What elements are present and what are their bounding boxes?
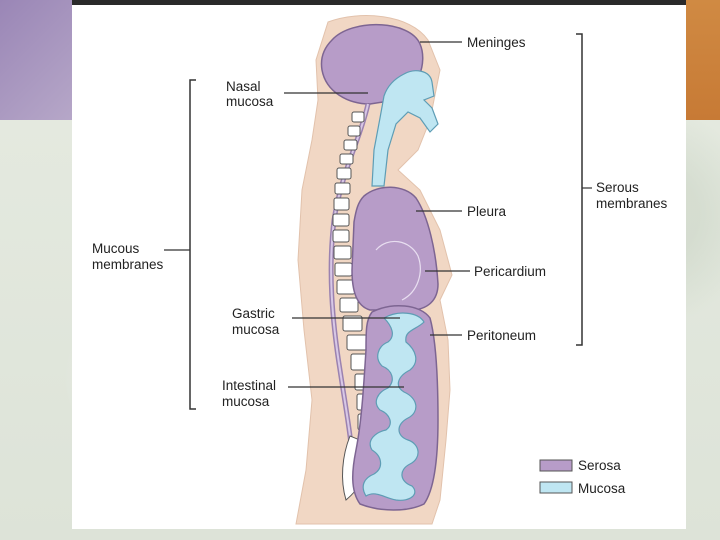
decorative-purple-band — [0, 0, 72, 120]
label-peritoneum: Peritoneum — [467, 328, 536, 343]
label-mucous-membranes: Mucous membranes — [92, 241, 164, 272]
legend: Serosa Mucosa — [539, 458, 626, 496]
label-gastric-mucosa: Gastric mucosa — [232, 306, 280, 337]
legend-swatch-serosa — [539, 459, 573, 472]
pericardium-shape — [375, 240, 421, 301]
label-serous-membranes: Serous membranes — [596, 180, 668, 211]
label-intestinal-mucosa: Intestinal mucosa — [222, 378, 280, 409]
figure-frame-top-edge — [72, 0, 686, 5]
legend-swatch-mucosa — [539, 481, 573, 494]
nasal-airway-shape — [371, 70, 439, 187]
legend-label-serosa: Serosa — [578, 458, 621, 473]
label-nasal-mucosa: Nasal mucosa — [226, 79, 274, 109]
label-pleura: Pleura — [467, 204, 507, 219]
label-pericardium: Pericardium — [474, 264, 546, 279]
gut-mucosa-shape — [362, 312, 425, 501]
leader-lines — [164, 41, 592, 388]
pleura-shape — [351, 186, 439, 311]
legend-label-mucosa: Mucosa — [578, 481, 626, 496]
label-meninges: Meninges — [467, 35, 526, 50]
decorative-orange-band — [686, 0, 720, 120]
serous-membranes-bracket — [576, 33, 583, 346]
mucous-membranes-bracket — [189, 79, 196, 410]
